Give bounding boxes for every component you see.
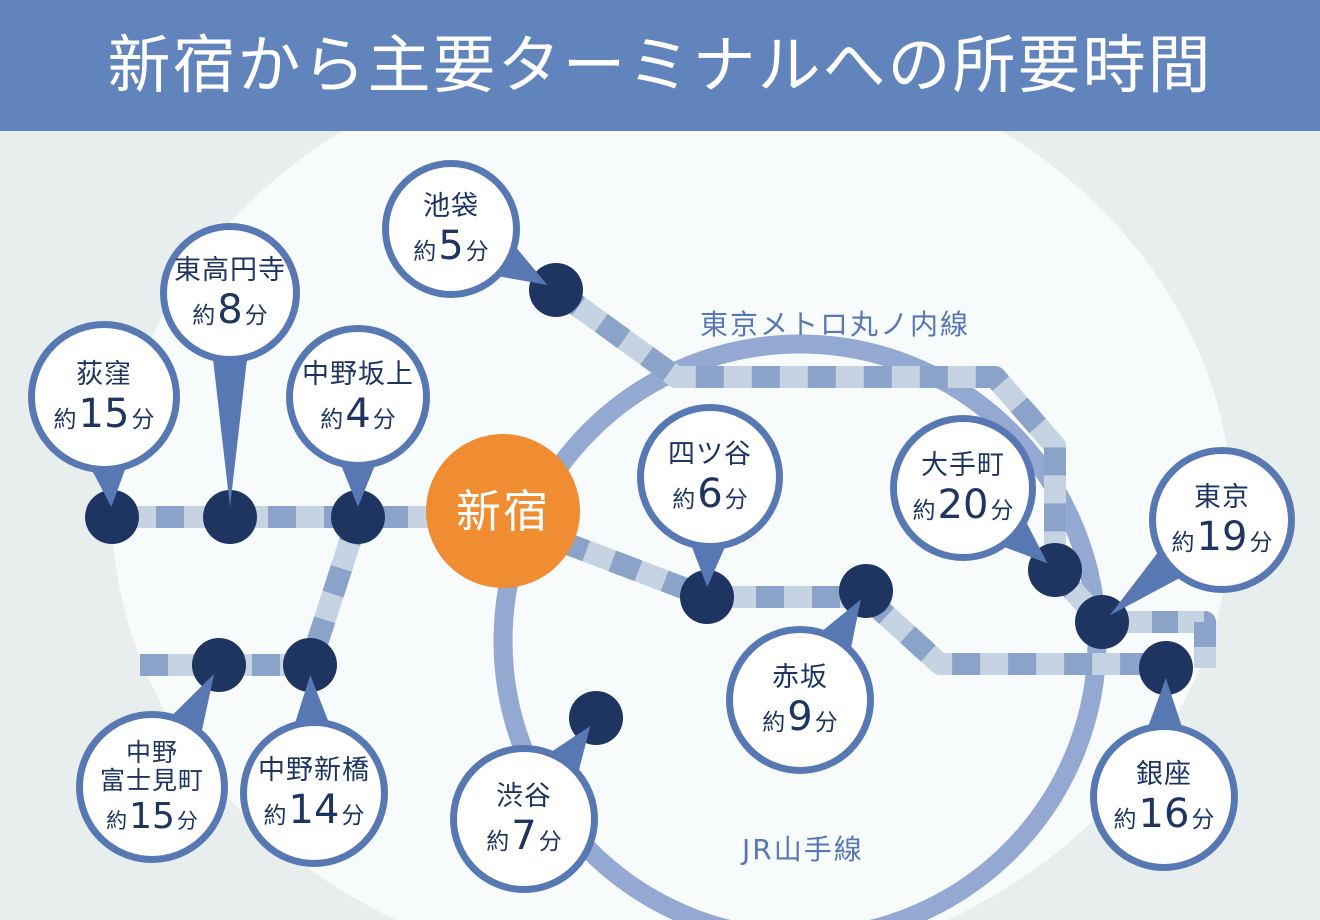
bubble-pointer-tokyo xyxy=(1109,551,1181,616)
station-name-shibuya: 渋谷 xyxy=(496,780,552,812)
hub-shinjuku[interactable]: 新宿 xyxy=(426,434,580,588)
station-name-higashikoenji: 東高円寺 xyxy=(174,254,286,286)
page-title: 新宿から主要ターミナルへの所要時間 xyxy=(107,29,1213,102)
bubble-pointer-shibuya xyxy=(550,726,591,772)
station-node-higashikoenji[interactable] xyxy=(203,490,257,544)
station-node-nakanoshimbashi[interactable] xyxy=(283,638,337,692)
line-label-marunouchi: 東京メトロ丸ノ内線 xyxy=(700,308,971,341)
bubble-pointer-yotsuya xyxy=(691,545,726,588)
bubble-pointer-ginza xyxy=(1148,677,1183,728)
station-name-yotsuya: 四ツ谷 xyxy=(668,438,752,470)
station-node-ikebukuro[interactable] xyxy=(529,263,583,317)
bubble-pointer-nakanosakaue xyxy=(341,465,375,507)
station-node-nakanofujimicho[interactable] xyxy=(192,638,246,692)
station-name-otemachi: 大手町 xyxy=(921,449,1005,481)
station-name-ogikubo: 荻窪 xyxy=(76,358,132,390)
station-node-nakanosakaue[interactable] xyxy=(331,490,385,544)
station-node-ogikubo[interactable] xyxy=(85,490,139,544)
bubble-pointer-otemachi xyxy=(1003,521,1048,564)
station-node-yotsuya[interactable] xyxy=(680,570,734,624)
station-name-akasaka: 赤坂 xyxy=(772,661,828,693)
station-name-ginza: 銀座 xyxy=(1136,758,1192,790)
station-name-nakanofujimicho: 中野富士見町 xyxy=(99,738,204,795)
station-node-akasaka[interactable] xyxy=(839,564,893,618)
station-node-ginza[interactable] xyxy=(1139,641,1193,695)
station-name-nakanosakaue: 中野坂上 xyxy=(302,358,414,390)
station-name-ikebukuro: 池袋 xyxy=(423,190,479,222)
header-bar: 新宿から主要ターミナルへの所要時間 xyxy=(0,0,1320,131)
station-name-tokyo: 東京 xyxy=(1194,481,1250,513)
bubble-pointer-nakanoshimbashi xyxy=(294,674,329,724)
station-name-nakanoshimbashi: 中野新橋 xyxy=(258,754,370,786)
hub-label: 新宿 xyxy=(455,484,550,538)
station-nodes xyxy=(85,263,1193,745)
bubble-pointer-ogikubo xyxy=(91,467,126,508)
bubble-pointer-higashikoenji xyxy=(213,359,247,507)
line-label-yamanote: JR山手線 xyxy=(742,833,864,866)
